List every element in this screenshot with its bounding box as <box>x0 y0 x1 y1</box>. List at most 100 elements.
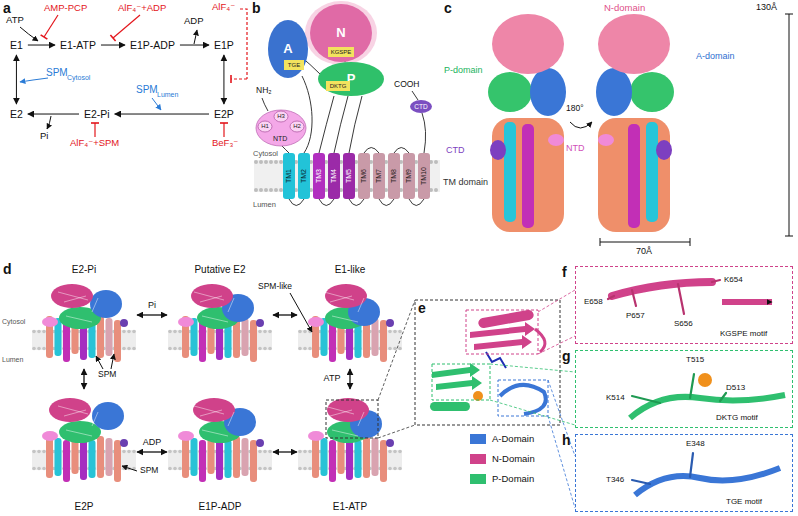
zoom-box <box>466 310 538 354</box>
ctd-density <box>490 140 506 160</box>
lipid-head <box>37 450 41 454</box>
tm-helix <box>80 438 87 480</box>
lipid-head <box>32 450 36 454</box>
fold-hint <box>64 410 86 416</box>
state-label-box: E1 <box>8 38 25 52</box>
n-domain-blob <box>191 284 233 308</box>
inhibition-bar <box>41 35 48 39</box>
tm-helix-density <box>522 124 534 228</box>
zoom-box <box>326 400 378 438</box>
residue-label: S656 <box>674 319 693 328</box>
subscript-label: Lumen <box>157 91 178 99</box>
chain-line <box>302 76 312 153</box>
lipid-head <box>303 347 307 351</box>
shape-ellipse <box>258 121 272 132</box>
compartment-label: Cytosol <box>253 150 278 158</box>
state-structure: E1P-ADP <box>170 392 270 512</box>
tm-helix <box>346 438 353 480</box>
residue-label: KGSPE motif <box>720 329 767 338</box>
panel-letter: h <box>562 433 571 448</box>
fold-hint <box>228 412 234 426</box>
lipid-head <box>178 450 182 454</box>
lipid-head <box>173 330 177 334</box>
lipid-head <box>434 188 438 192</box>
lipid-head <box>168 347 172 351</box>
lipid-head <box>168 330 172 334</box>
tm-helix <box>216 438 223 480</box>
ligand-arrow <box>570 122 592 128</box>
lipid-head <box>37 347 41 351</box>
ntd-density <box>548 134 564 146</box>
lipid-head <box>303 450 307 454</box>
dimension-tick <box>600 238 601 246</box>
residue-stick <box>712 280 720 282</box>
lipid-head <box>298 467 302 471</box>
legend-row: A-Domain <box>470 434 534 445</box>
ligand-label: Pi <box>40 131 48 141</box>
ntd-blob <box>308 431 324 441</box>
lipid-head <box>274 160 278 164</box>
dimension-tick <box>690 238 691 246</box>
n-domain-blob <box>49 398 91 422</box>
tm-helix <box>250 320 257 362</box>
lipid-head <box>173 450 177 454</box>
residue-stick <box>720 393 726 401</box>
tm-helix <box>233 436 240 478</box>
inhibitor-label: AMP-PCP <box>44 3 87 13</box>
state-structure: Putative E2 <box>170 264 270 366</box>
fold-hint <box>324 406 354 414</box>
ligand-arrow <box>122 466 137 471</box>
terminus-label: COOH <box>394 80 420 89</box>
chain-line <box>349 199 364 206</box>
compartment-label: Lumen <box>2 356 23 364</box>
helix-ribbon <box>612 282 712 296</box>
node-text: TM4 <box>330 169 338 183</box>
tm-density <box>492 118 564 232</box>
ligand-label: SPM-like <box>258 282 292 291</box>
residue-label: TGE motif <box>726 497 762 506</box>
chain-line <box>379 199 394 206</box>
node-text: TM5 <box>345 169 353 183</box>
lipid-head <box>398 450 402 454</box>
lipid-head <box>388 450 392 454</box>
ctd-blob <box>120 319 128 327</box>
lipid-head <box>42 347 46 351</box>
tm-helix-density <box>504 122 516 222</box>
ctd-blob <box>120 439 128 447</box>
residue-label: T346 <box>606 475 624 484</box>
fold-hint <box>330 410 352 416</box>
node-text: E1P <box>214 39 234 51</box>
residue-label: NTD <box>273 135 287 143</box>
node-text: E2-Pi <box>72 264 96 276</box>
fold-hint <box>358 298 364 312</box>
p-domain-density <box>630 72 674 112</box>
ligand-label: ATP <box>6 15 24 25</box>
tm-helix-bar: TM3 <box>313 153 325 199</box>
lipid-head <box>303 330 307 334</box>
protein-cartoon <box>298 284 402 362</box>
inhibition-line <box>240 9 247 79</box>
tm-helix <box>380 440 387 482</box>
inhibition-line <box>44 15 58 37</box>
chain-line <box>349 96 362 153</box>
tm-helix-bar: TM1 <box>283 153 295 199</box>
lipid-head <box>268 467 272 471</box>
lipid-head <box>42 467 46 471</box>
shape-ellipse <box>410 100 432 113</box>
chain-line <box>319 199 334 206</box>
node-text: TM3 <box>315 169 323 183</box>
domain-label: N-domain <box>604 3 645 13</box>
domain-label: A-domain <box>696 52 735 62</box>
fold-hint <box>64 296 86 302</box>
ligand-arrow <box>152 98 161 110</box>
node-text: E2-Pi <box>84 108 110 120</box>
node-text: E2P <box>214 108 234 120</box>
inhibition-line <box>113 15 140 38</box>
legend-text: A-Domain <box>492 434 534 445</box>
panel-letter: e <box>418 301 426 316</box>
inhibitor-label: AlF₄⁻+SPM <box>70 138 119 148</box>
loop-ribbon <box>500 385 546 414</box>
panel-letter: d <box>3 262 12 277</box>
ligand-label: SPM <box>98 370 116 379</box>
